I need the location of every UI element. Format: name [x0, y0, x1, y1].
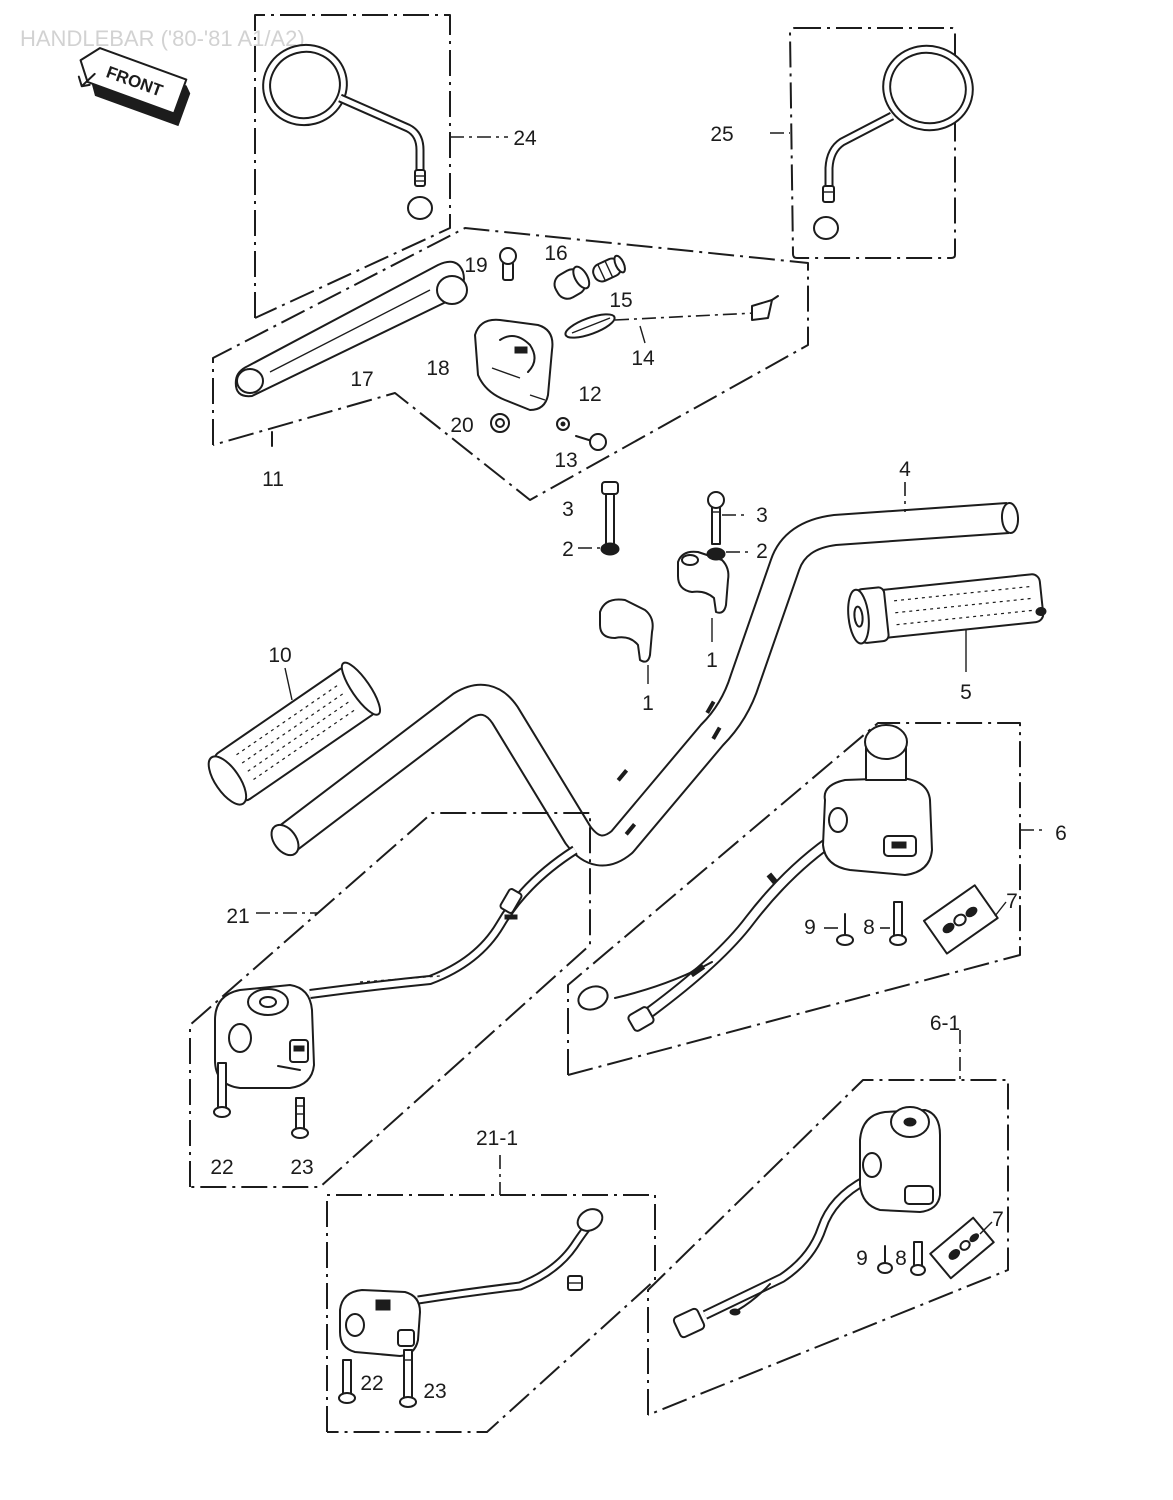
handlebar-knurl-marks	[616, 700, 722, 836]
handlebar-4	[270, 482, 1020, 867]
screw-22	[213, 1062, 231, 1118]
diagram-title: HANDLEBAR ('80-'81 A1/A2)	[20, 26, 305, 51]
right-switch-6-1-assembly	[647, 1030, 1009, 1416]
callout-13: 13	[554, 449, 577, 472]
right-switch-6	[577, 724, 933, 1032]
callout-3-right: 3	[756, 504, 768, 527]
bolt-3-right	[707, 491, 725, 545]
callout-4: 4	[899, 458, 911, 481]
callout-1-left: 1	[642, 692, 654, 715]
screw-22-box-21-1	[338, 1359, 356, 1404]
holder-1-right	[677, 550, 730, 642]
callout-12: 12	[578, 383, 601, 406]
callout-3-left: 3	[562, 498, 574, 521]
left-switch-21-1-assembly	[326, 1155, 656, 1433]
leader-14	[639, 325, 646, 344]
switch-6-1-box	[647, 1079, 1009, 1416]
part-16	[553, 265, 591, 300]
callout-8-box-6-1: 8	[895, 1247, 907, 1270]
screw-8-box-6-1	[910, 1241, 926, 1276]
callout-18: 18	[426, 357, 449, 380]
leader-7	[994, 901, 1007, 917]
bolt-3-left	[601, 481, 619, 545]
left-switch-21-1	[339, 1208, 604, 1357]
right-switch-6-1	[672, 1106, 941, 1339]
callout-2-left: 2	[562, 538, 574, 561]
bolt-19	[499, 247, 517, 281]
callout-6: 6	[1055, 822, 1067, 845]
lever-17	[234, 260, 468, 398]
nut-20	[490, 413, 510, 433]
mirror-24-assembly	[254, 14, 508, 319]
washer-12	[556, 417, 570, 431]
grip-5	[847, 573, 1047, 645]
callout-10: 10	[268, 644, 291, 667]
screw-9	[824, 913, 854, 946]
right-switch-6-assembly	[567, 722, 1044, 1076]
callout-8: 8	[863, 916, 875, 939]
callout-21: 21	[226, 905, 249, 928]
callout-23-box-21-1: 23	[423, 1380, 446, 1403]
callout-24: 24	[513, 127, 537, 150]
callout-15: 15	[609, 289, 632, 312]
lever-holder-18	[474, 318, 554, 411]
right-switch-box	[567, 722, 1021, 1076]
callout-7: 7	[1006, 890, 1018, 913]
switch-21-1-box	[326, 1194, 656, 1433]
mirror-25-assembly	[770, 27, 974, 259]
screw-23-box-21-1	[399, 1349, 417, 1408]
callout-21-1: 21-1	[476, 1127, 518, 1150]
callout-1-right: 1	[706, 649, 718, 672]
mirror-25	[813, 44, 974, 240]
callout-9-box-6-1: 9	[856, 1247, 868, 1270]
left-switch-21-assembly	[189, 812, 591, 1188]
washer-2-right	[706, 547, 726, 561]
mirror-24	[262, 43, 433, 220]
left-switch-21	[214, 845, 578, 1089]
callout-25: 25	[710, 123, 733, 146]
leader-10	[284, 667, 293, 701]
screw-8	[880, 901, 907, 946]
clutch-lever-assembly-11	[212, 227, 809, 501]
leader-7-box-6-1	[979, 1221, 993, 1235]
callout-20: 20	[450, 414, 473, 437]
callout-17: 17	[350, 368, 373, 391]
callout-22: 22	[210, 1156, 233, 1179]
bolt-13	[575, 433, 607, 451]
grip-10	[207, 661, 381, 806]
callout-6-1: 6-1	[930, 1012, 960, 1035]
plate-7	[922, 884, 999, 955]
part-15	[592, 254, 626, 283]
callout-19: 19	[464, 254, 487, 277]
callout-16: 16	[544, 242, 567, 265]
front-direction-marker: FRONT	[77, 47, 191, 127]
clutch-lever-box	[212, 227, 809, 501]
switch-14	[564, 295, 779, 339]
callouts: 24 25 19 16 15 14 17 18 12 20 13 11 3 3 …	[210, 123, 1067, 1403]
mirror-24-box	[254, 14, 451, 319]
callout-11: 11	[262, 468, 284, 491]
callout-2-right: 2	[756, 540, 768, 563]
callout-23: 23	[290, 1156, 313, 1179]
callout-9: 9	[804, 916, 816, 939]
mirror-25-box	[789, 27, 956, 259]
plate-7-box-6-1	[929, 1216, 995, 1280]
washer-2-left	[600, 542, 620, 556]
callout-14: 14	[631, 347, 655, 370]
callout-7-box-6-1: 7	[992, 1208, 1004, 1231]
callout-22-box-21-1: 22	[360, 1372, 383, 1395]
holder-1-left	[599, 598, 654, 684]
callout-5: 5	[960, 681, 972, 704]
screw-9-box-6-1	[877, 1245, 893, 1274]
screw-23	[291, 1097, 309, 1139]
